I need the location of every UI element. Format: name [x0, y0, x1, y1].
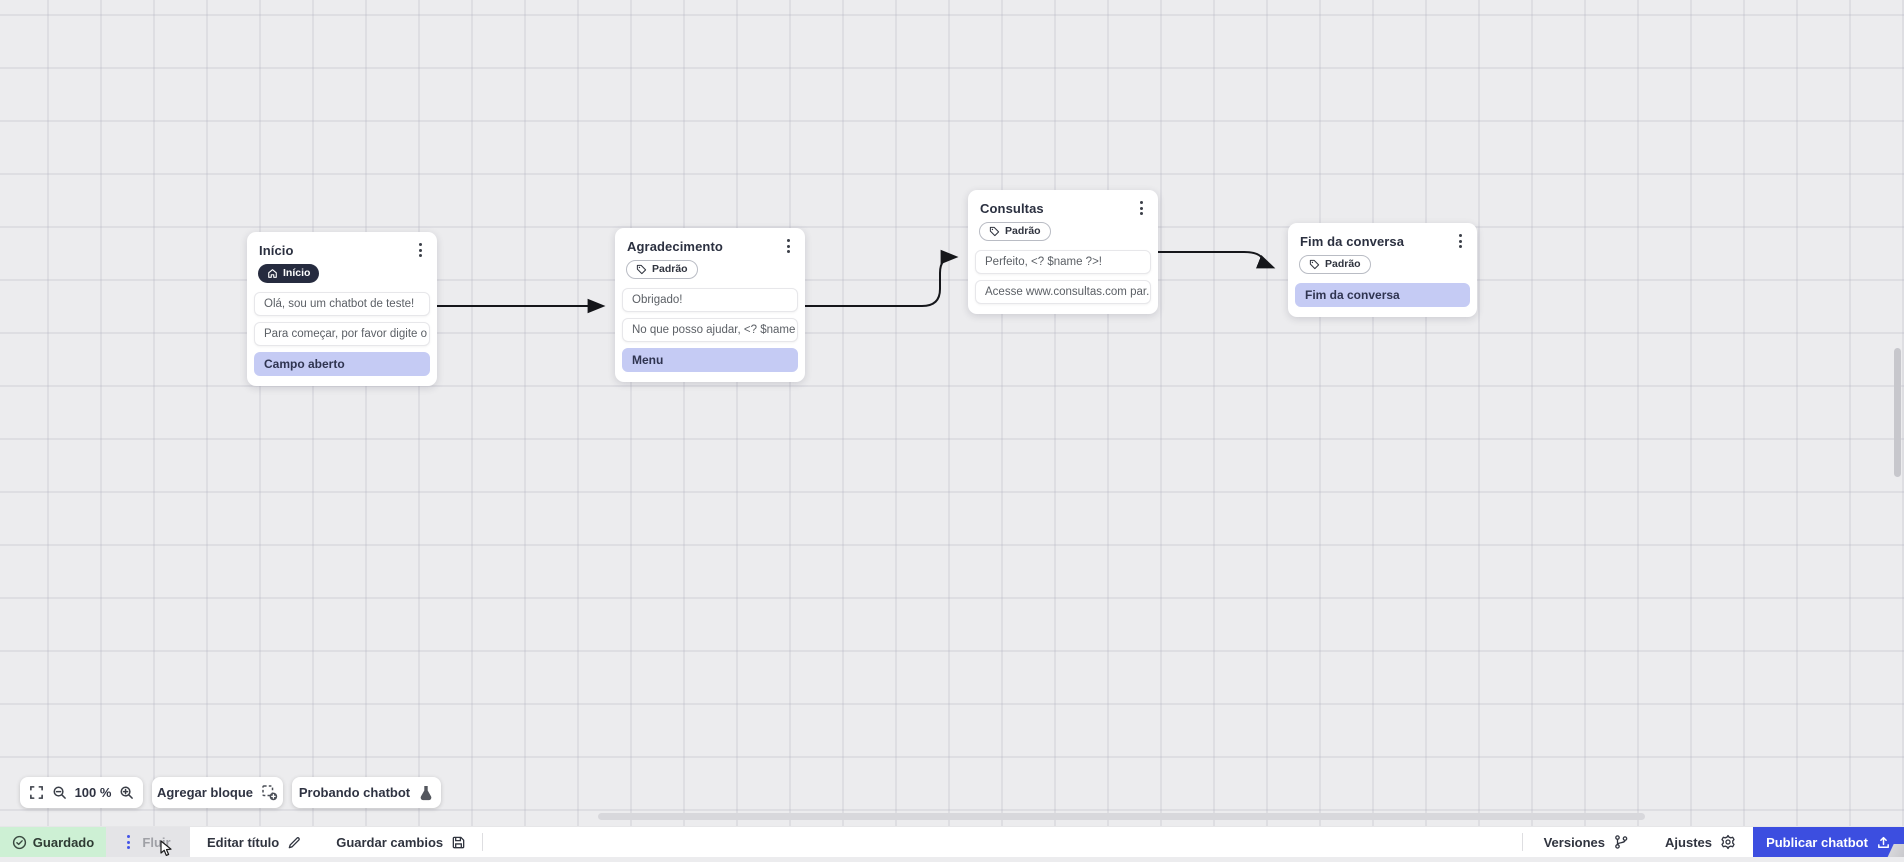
zoom-toolbar: 100 %: [20, 777, 143, 808]
flask-icon: [420, 785, 432, 800]
node-badge: Padrão: [979, 222, 1051, 241]
fit-screen-icon[interactable]: [29, 785, 44, 800]
zoom-level: 100 %: [74, 785, 112, 800]
node-badge: Início: [258, 264, 320, 283]
tag-icon: [636, 264, 647, 275]
test-chatbot-button[interactable]: Probando chatbot: [292, 777, 441, 808]
node-menu-icon[interactable]: [784, 237, 793, 255]
horizontal-scrollbar[interactable]: [598, 813, 1645, 820]
save-changes-button[interactable]: Guardar cambios: [336, 827, 466, 857]
edit-title-button[interactable]: Editar título: [207, 827, 302, 857]
tag-icon: [1309, 259, 1320, 270]
statusbar-divider: [482, 833, 484, 851]
zoom-out-icon[interactable]: [52, 785, 67, 800]
node-badge: Padrão: [626, 260, 698, 279]
save-icon: [452, 836, 465, 848]
message-item[interactable]: Obrigado!: [622, 288, 798, 312]
message-item[interactable]: No que posso ajudar, <? $name ...: [622, 318, 798, 342]
saved-status: Guardado: [0, 827, 106, 857]
pencil-icon: [288, 836, 301, 848]
tag-icon: [989, 226, 1000, 237]
zoom-in-icon[interactable]: [119, 785, 134, 800]
gear-icon: [1721, 834, 1735, 850]
settings-button[interactable]: Ajustes: [1665, 827, 1736, 857]
message-item[interactable]: Acesse www.consultas.com par...: [975, 280, 1151, 304]
open-field-item[interactable]: Campo aberto: [254, 352, 430, 376]
node-menu-icon[interactable]: [1137, 199, 1146, 217]
node-fim-da-conversa[interactable]: Fim da conversa Padrão Fim da conversa: [1288, 223, 1477, 317]
message-item[interactable]: Olá, sou um chatbot de teste!: [254, 292, 430, 316]
menu-item-block[interactable]: Menu: [622, 348, 798, 372]
node-agradecimento[interactable]: Agradecimento Padrão Obrigado! No que po…: [615, 228, 805, 382]
add-block-button[interactable]: Agregar bloque: [152, 777, 283, 808]
corner-curl: [1878, 844, 1904, 857]
node-title: Agradecimento: [627, 238, 723, 254]
node-title: Consultas: [980, 200, 1044, 216]
end-conversation-item[interactable]: Fim da conversa: [1295, 283, 1470, 307]
node-menu-icon[interactable]: [416, 241, 425, 259]
add-block-icon: [262, 785, 278, 801]
check-circle-icon: [12, 835, 26, 849]
mouse-cursor: [160, 840, 174, 862]
node-badge: Padrão: [1299, 255, 1371, 274]
versions-icon: [1615, 835, 1628, 849]
message-item[interactable]: Perfeito, <? $name ?>!: [975, 250, 1151, 274]
vertical-scrollbar[interactable]: [1894, 348, 1901, 477]
node-inicio[interactable]: Início Início Olá, sou um chatbot de tes…: [247, 232, 437, 386]
flow-menu-icon[interactable]: [125, 833, 132, 851]
publish-chatbot-button[interactable]: Publicar chatbot: [1753, 827, 1904, 857]
node-menu-icon[interactable]: [1456, 232, 1465, 250]
versions-button[interactable]: Versiones: [1544, 827, 1629, 857]
tab-fluir[interactable]: Fluir: [106, 827, 190, 857]
status-bar: Guardado Fluir Editar título Guardar cam…: [0, 826, 1904, 857]
message-item[interactable]: Para começar, por favor digite o ...: [254, 322, 430, 346]
node-title: Início: [259, 242, 294, 258]
node-title: Fim da conversa: [1300, 233, 1405, 249]
home-icon: [268, 269, 277, 278]
statusbar-divider: [1521, 833, 1523, 851]
node-consultas[interactable]: Consultas Padrão Perfeito, <? $name ?>! …: [968, 190, 1158, 314]
